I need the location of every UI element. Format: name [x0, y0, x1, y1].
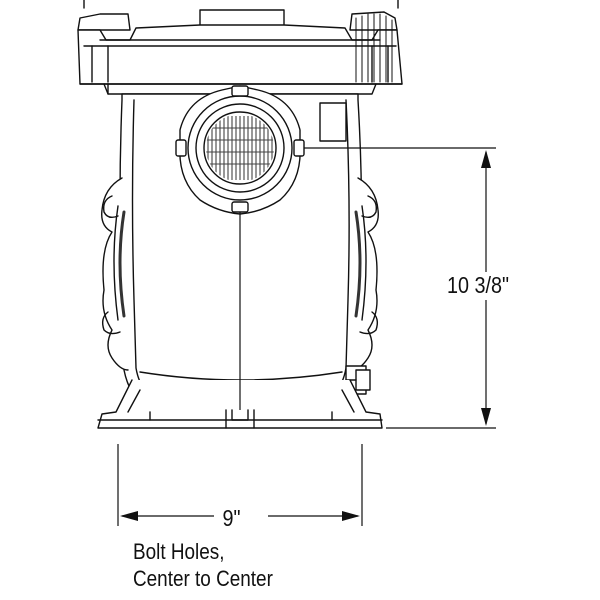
- motor-side-right: [351, 177, 379, 371]
- caption-line-2: Center to Center: [133, 566, 273, 591]
- width-dimension-label: 9": [219, 505, 244, 532]
- motor-side-left: [101, 177, 129, 371]
- arrow-width-left: [120, 511, 138, 521]
- arrow-width-right: [342, 511, 360, 521]
- bolt-holes-caption: Bolt Holes, Center to Center: [133, 538, 273, 592]
- height-dimension-label: 10 3/8": [447, 272, 510, 298]
- arrow-height-bottom: [481, 408, 491, 426]
- strainer-lid: [77, 9, 403, 95]
- arrow-height-top: [481, 150, 491, 168]
- caption-line-1: Bolt Holes,: [133, 539, 225, 564]
